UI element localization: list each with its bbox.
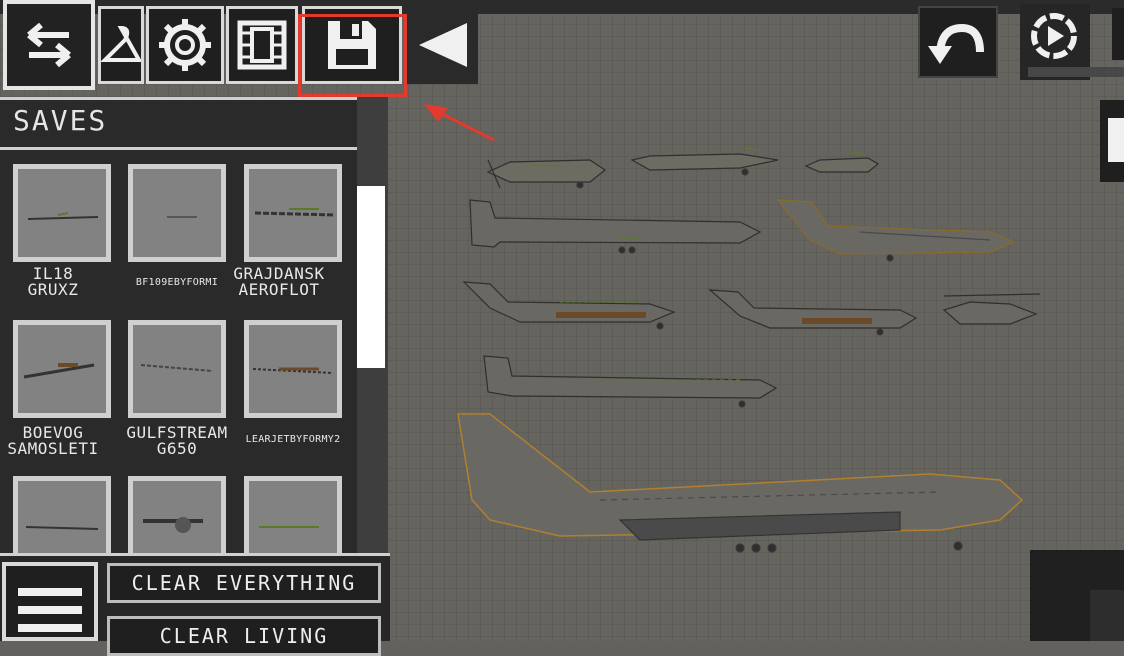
airliner-il18[interactable] — [469, 199, 762, 254]
edge-button[interactable] — [1112, 8, 1124, 60]
save-slot[interactable] — [128, 320, 226, 418]
pointer-arrow — [424, 104, 495, 142]
film-strip-icon — [237, 20, 287, 70]
scrollbar-thumb[interactable] — [357, 186, 385, 368]
save-thumbnail — [167, 216, 197, 218]
save-slot[interactable] — [244, 164, 342, 262]
save-slot[interactable] — [128, 164, 226, 262]
save-label: GULFSTREAM G650 — [126, 423, 228, 458]
gear-icon — [159, 19, 211, 71]
airliner-jet[interactable] — [776, 199, 1016, 262]
saves-title-bar: SAVES — [0, 97, 357, 147]
aircraft-group[interactable] — [0, 0, 1124, 641]
save-thumbnail — [143, 517, 203, 533]
hamburger-menu-button[interactable] — [2, 562, 98, 641]
business-jet-1[interactable] — [462, 281, 676, 330]
triangle-left-icon — [419, 23, 467, 67]
save-thumbnail — [25, 526, 99, 530]
prop-plane-2[interactable] — [630, 147, 779, 176]
play-direction-button[interactable] — [404, 6, 478, 84]
settings-button[interactable] — [146, 6, 224, 84]
save-label: LEARJETBYFORMY2 — [245, 434, 341, 445]
save-label: BF109EBYFORMI — [135, 277, 219, 288]
save-label: IL18 GRUXZ — [27, 264, 79, 299]
clear-living-button[interactable]: CLEAR LIVING — [107, 616, 381, 656]
prop-plane-3[interactable] — [804, 151, 880, 173]
swap-arrows-icon — [27, 22, 71, 68]
save-slot[interactable] — [13, 164, 111, 262]
save-button[interactable] — [302, 6, 402, 84]
time-scale-bar[interactable] — [1028, 67, 1124, 77]
save-thumbnail — [252, 367, 334, 374]
divider — [0, 147, 357, 150]
hanger-icon — [101, 25, 141, 62]
save-slot[interactable] — [13, 320, 111, 418]
clothes-tool-button[interactable] — [98, 6, 144, 84]
save-thumbnail — [27, 212, 99, 220]
swap-menu-button[interactable] — [3, 0, 95, 90]
slow-motion-icon — [1031, 13, 1077, 59]
undo-arrow-icon — [928, 23, 984, 64]
save-slot[interactable] — [244, 320, 342, 418]
helicopter[interactable] — [942, 293, 1041, 325]
jumbo-jet[interactable] — [457, 413, 1024, 553]
save-label: BOEVOG SAMOSLETI — [7, 423, 99, 458]
airliner-aeroflot[interactable] — [483, 355, 778, 408]
side-panel-button[interactable] — [1100, 100, 1124, 182]
save-label: GRAJDANSK AEROFLOT — [233, 264, 325, 299]
save-thumbnail — [259, 526, 319, 528]
save-thumbnail — [254, 208, 336, 217]
save-thumbnail — [140, 364, 214, 372]
save-thumbnail — [23, 363, 95, 379]
prop-plane-1[interactable] — [486, 159, 607, 189]
clear-everything-button[interactable]: CLEAR EVERYTHING — [107, 563, 381, 603]
saves-title: SAVES — [13, 104, 108, 137]
undo-button[interactable] — [918, 6, 998, 78]
film-button[interactable] — [226, 6, 298, 84]
floppy-disk-icon — [328, 21, 376, 69]
bottom-right-arrow-button[interactable] — [1090, 590, 1124, 641]
business-jet-2[interactable] — [708, 289, 918, 336]
save-highlight-box — [298, 14, 407, 97]
